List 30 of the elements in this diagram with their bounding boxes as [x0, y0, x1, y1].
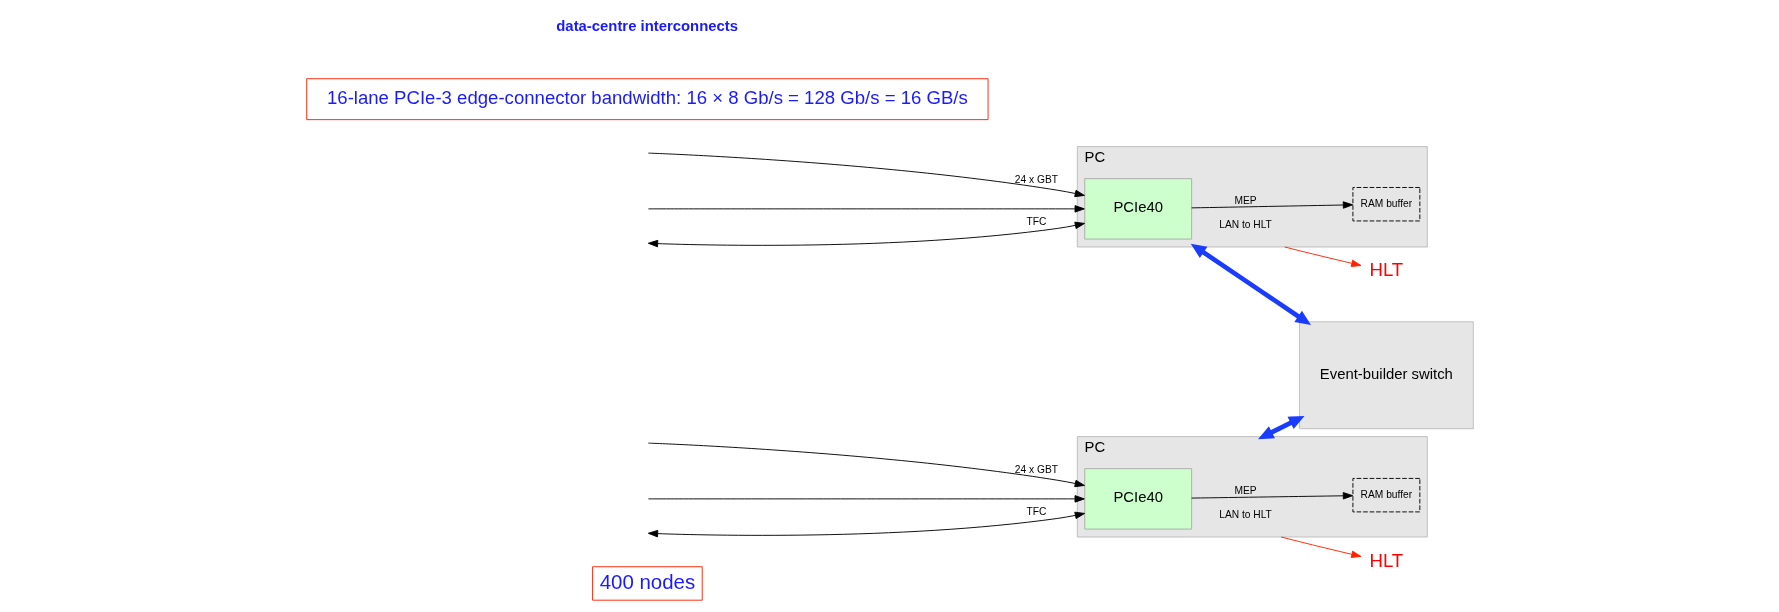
- edge-label: LAN to HLT: [1218, 509, 1272, 521]
- node-box: Event-builder switch: [1298, 321, 1474, 430]
- arrow: [1190, 492, 1353, 500]
- node-box: PCIe40: [1083, 178, 1192, 240]
- arrow: [1283, 246, 1361, 267]
- edge-label: 24 x GBT: [1014, 463, 1058, 475]
- arrow: [1190, 243, 1311, 325]
- node-box: RAM buffer: [1351, 187, 1420, 222]
- arrow: [647, 442, 1085, 488]
- arrow: [647, 511, 1085, 538]
- arrow: [1257, 415, 1304, 440]
- edge-label: MEP: [1233, 195, 1257, 207]
- arrow: [1280, 536, 1361, 558]
- arrow: [647, 221, 1085, 248]
- edge-label: TFC: [1025, 506, 1046, 518]
- node-text: HLT: [1369, 549, 1403, 571]
- arrow: [647, 495, 1085, 503]
- node-box: PCIe40: [1083, 468, 1192, 530]
- arrow: [647, 205, 1085, 213]
- node-box: 400 nodes: [591, 566, 703, 601]
- edge-label: 24 x GBT: [1014, 173, 1058, 185]
- arrow: [647, 152, 1085, 198]
- edge-label: LAN to HLT: [1218, 219, 1272, 231]
- arrow: [1190, 201, 1353, 209]
- label: data-centre interconnects: [555, 18, 738, 35]
- node-text: HLT: [1369, 258, 1403, 280]
- edge-label: MEP: [1233, 485, 1257, 497]
- edge-label: TFC: [1025, 216, 1046, 228]
- node-box: 16-lane PCIe-3 edge-connector bandwidth: 16 × 8 Gb/s = 128 Gb/s = 16 GB/s: [305, 78, 989, 121]
- node-box: RAM buffer: [1351, 477, 1420, 513]
